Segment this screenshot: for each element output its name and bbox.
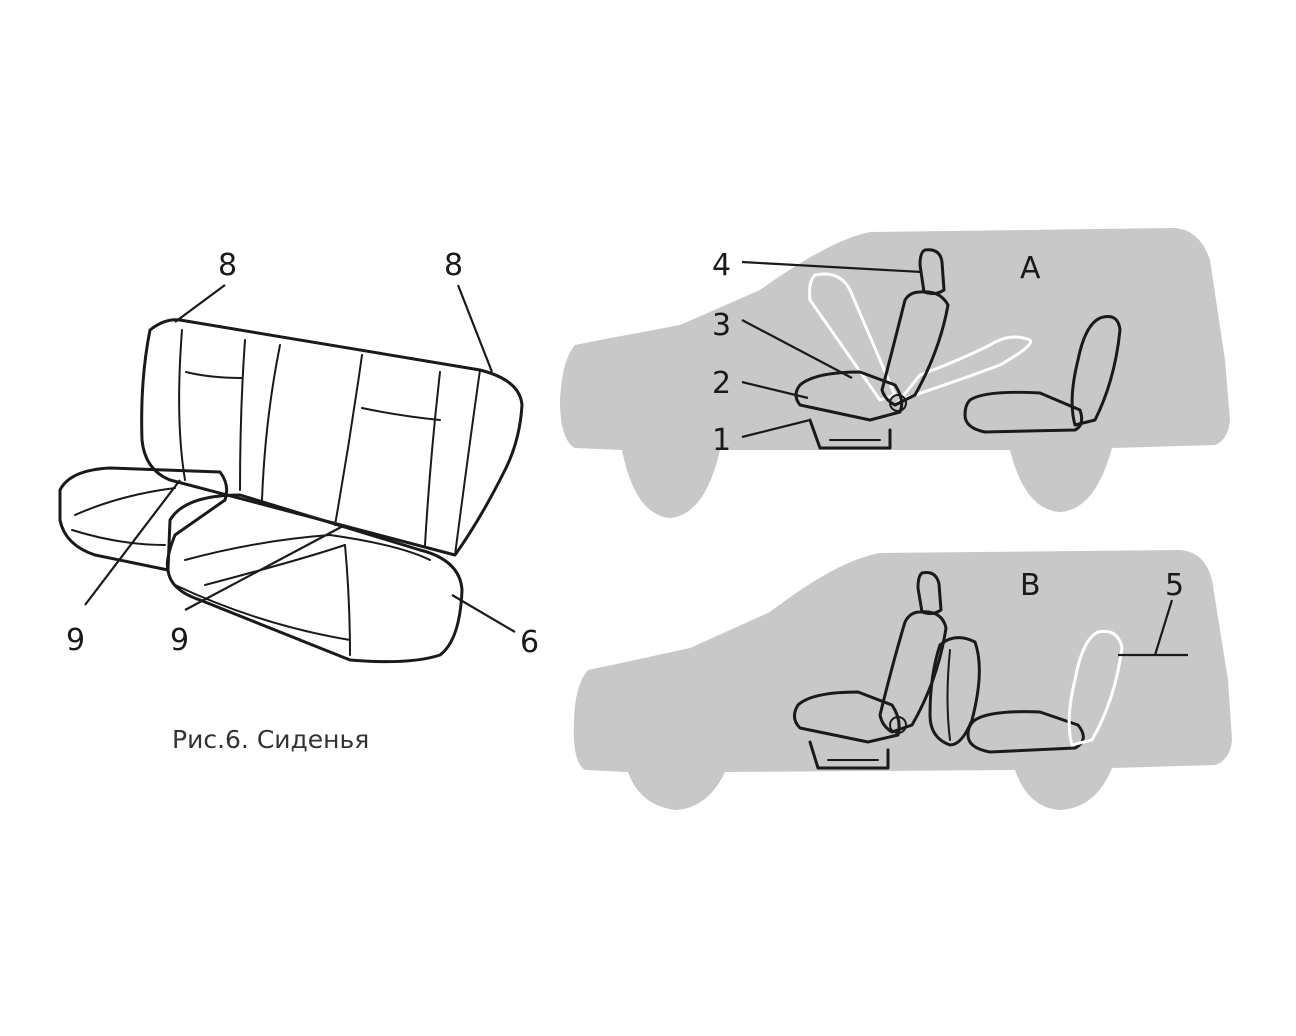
rear-bench-seat	[58, 318, 524, 664]
callout-9-center: 9	[170, 623, 189, 658]
rear-seat-cushion-right	[166, 493, 464, 664]
car-b-folded-rear-seat	[928, 629, 1124, 754]
car-b-front-seat	[793, 571, 948, 770]
car-silhouette-a	[560, 228, 1230, 518]
callout-4: 4	[712, 248, 731, 283]
callout-9-left: 9	[66, 623, 85, 658]
car-silhouette-b	[573, 550, 1232, 810]
car-a-rear-seat	[963, 315, 1122, 434]
callout-5: 5	[1165, 568, 1184, 603]
view-label-b: B	[1020, 568, 1041, 603]
view-label-a: A	[1020, 251, 1041, 286]
callout-6: 6	[520, 625, 539, 660]
callout-8-left: 8	[218, 248, 237, 283]
rear-seat-cushion-left	[58, 466, 229, 572]
car-a-front-seat	[794, 248, 1033, 450]
callout-8-right: 8	[444, 248, 463, 283]
callout-2: 2	[712, 366, 731, 401]
callout-3: 3	[712, 308, 731, 343]
figure-caption: Рис.6. Сиденья	[172, 725, 369, 754]
callout-1: 1	[712, 423, 731, 458]
